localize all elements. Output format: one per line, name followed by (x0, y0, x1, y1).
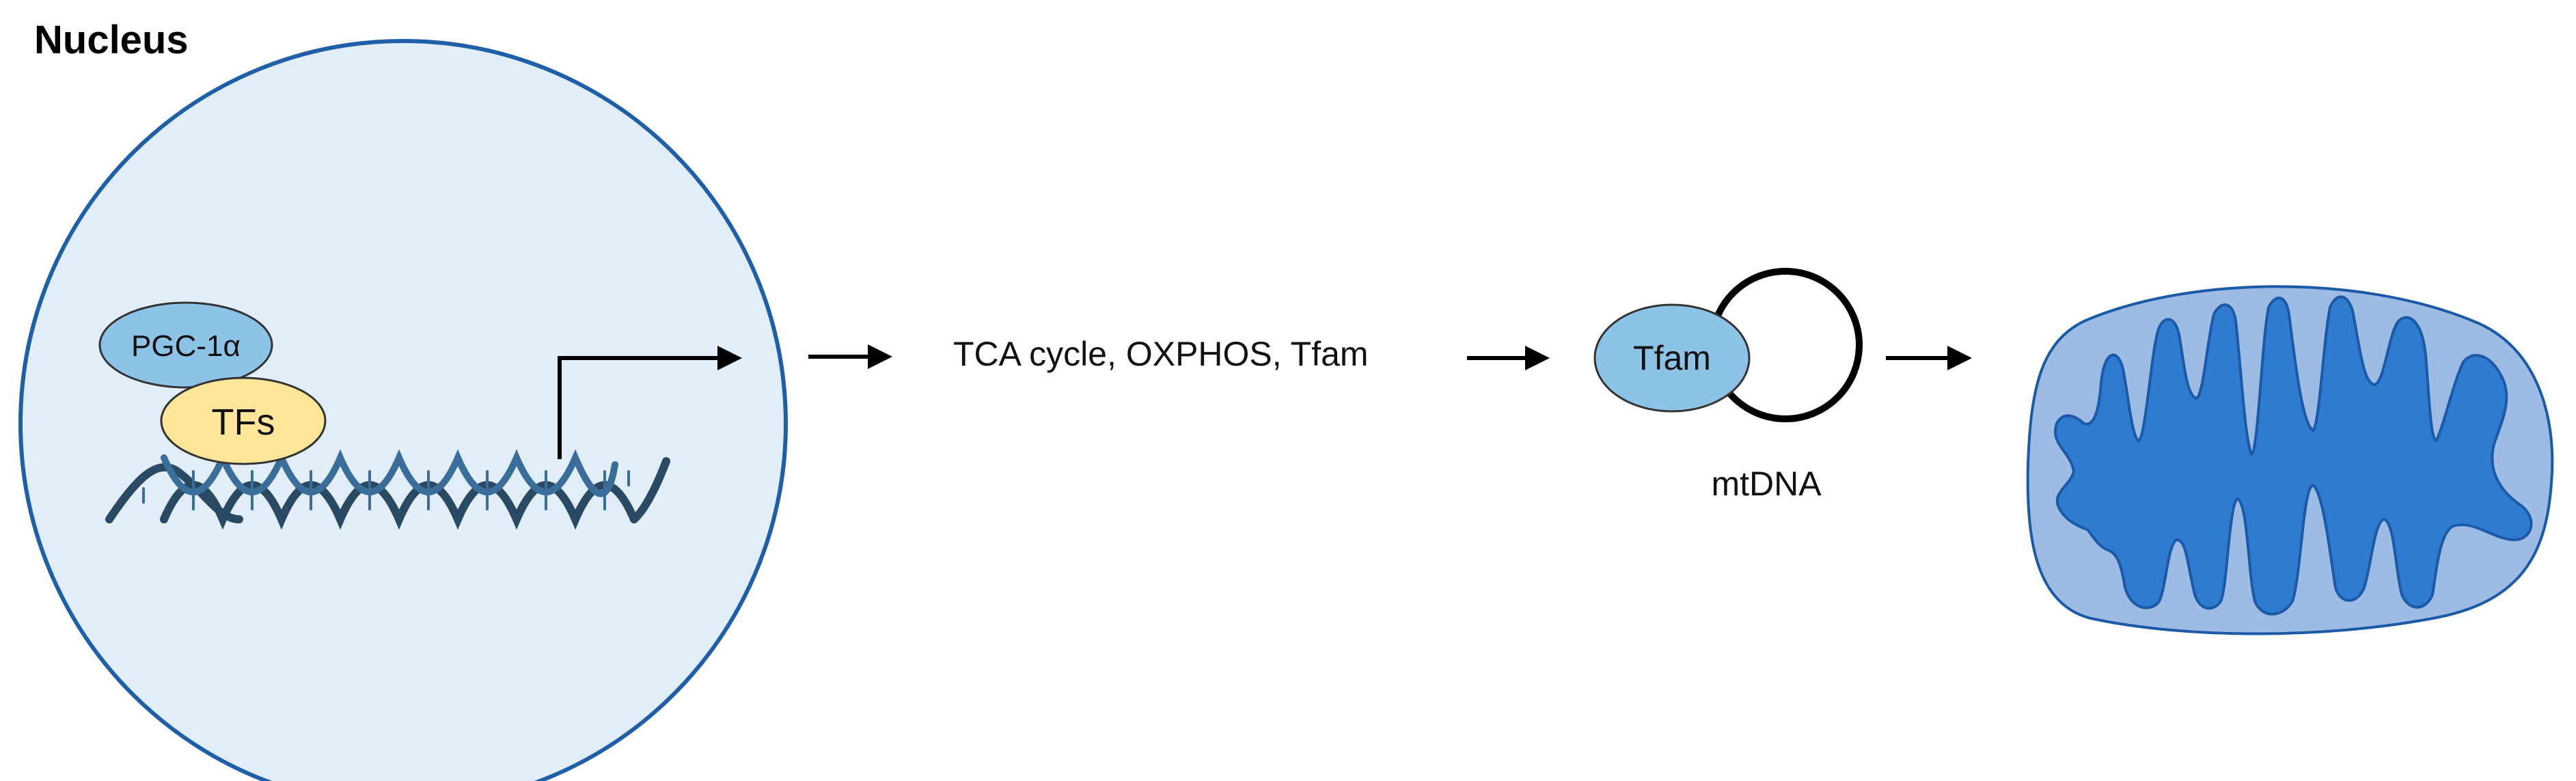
tfs-label: TFs (212, 402, 275, 443)
pgc1a-protein: PGC-1α (98, 301, 273, 389)
dna-helix-icon (105, 449, 670, 530)
nucleus-title: Nucleus (34, 18, 189, 62)
transcription-arrow (558, 346, 742, 459)
mitochondrion-icon (2026, 285, 2554, 635)
pgc1a-label: PGC-1α (131, 329, 241, 363)
mtdna-label: mtDNA (1711, 465, 1822, 503)
nucleus (18, 39, 788, 781)
tfam-protein: Tfam (1593, 303, 1751, 413)
tfs-protein: TFs (160, 376, 327, 465)
products-label: TCA cycle, OXPHOS, Tfam (953, 335, 1369, 373)
tfam-label: Tfam (1633, 339, 1711, 377)
